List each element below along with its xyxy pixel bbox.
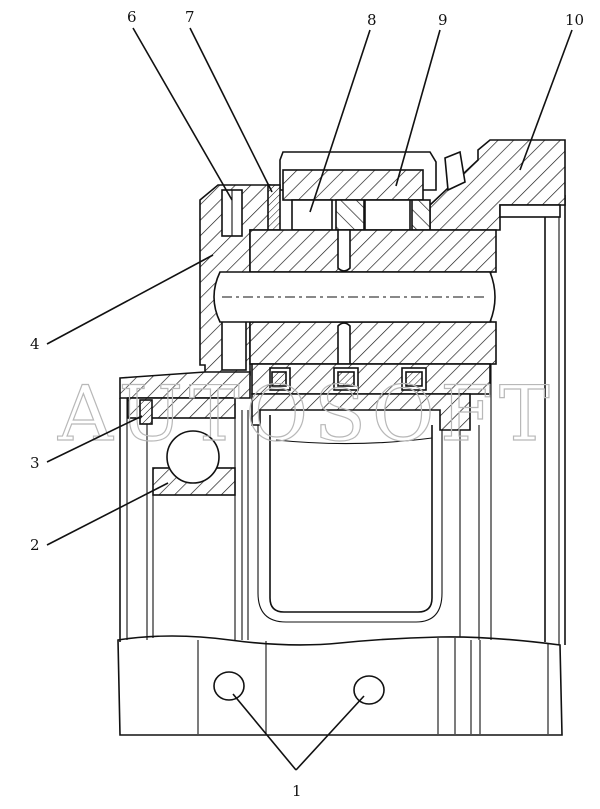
label-8: 8 <box>367 11 377 29</box>
gear-8 <box>267 151 437 231</box>
lower-bearing-row <box>119 363 491 431</box>
part-labels: 6 7 8 9 10 4 3 2 1 <box>30 8 584 800</box>
shaft <box>213 271 496 323</box>
label-1: 1 <box>292 782 302 800</box>
label-9: 9 <box>438 11 448 29</box>
bolt-hole-right <box>353 675 385 705</box>
label-6: 6 <box>127 8 137 26</box>
label-4: 4 <box>30 335 40 353</box>
bolt-hole-left <box>213 671 245 701</box>
label-3: 3 <box>30 454 40 472</box>
label-7: 7 <box>185 8 195 26</box>
shaft-section <box>249 229 497 365</box>
ball-bearing <box>127 397 236 496</box>
lower-housing <box>117 635 563 736</box>
watermark: AUTOSOFT <box>57 369 556 458</box>
leader-lines <box>46 27 573 771</box>
label-10: 10 <box>565 11 584 29</box>
gear-10 <box>429 139 566 231</box>
central-body <box>119 195 566 645</box>
label-2: 2 <box>30 536 40 554</box>
bearing-ball <box>166 430 220 484</box>
